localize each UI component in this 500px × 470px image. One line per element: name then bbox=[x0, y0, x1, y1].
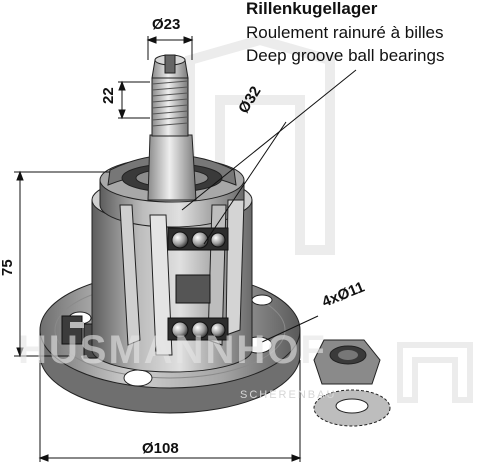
ball bbox=[210, 232, 226, 248]
ball bbox=[171, 321, 189, 339]
watermark-tagline: SCHERENBAU bbox=[240, 389, 337, 401]
dimension-flange-diameter: Ø108 bbox=[142, 440, 179, 457]
diagram-title: Rillenkugellager bbox=[246, 0, 378, 18]
dimension-thread-length: 22 bbox=[100, 87, 117, 104]
dimension-height: 75 bbox=[0, 259, 16, 276]
mounting-hole bbox=[251, 294, 273, 306]
ball-rows bbox=[167, 227, 229, 341]
dimension-lines bbox=[14, 36, 357, 462]
ball bbox=[210, 322, 226, 338]
serrated-washer bbox=[313, 389, 391, 427]
mounting-hole bbox=[123, 369, 153, 387]
subtitle-french: Roulement rainuré à billes bbox=[246, 23, 444, 42]
subtitle-english: Deep groove ball bearings bbox=[246, 46, 445, 65]
watermark-brand: HUSMANNHOF bbox=[18, 328, 327, 372]
ball bbox=[191, 321, 209, 339]
shaft bbox=[147, 54, 197, 201]
ball bbox=[191, 231, 209, 249]
hex-nut bbox=[313, 339, 381, 385]
ball bbox=[171, 231, 189, 249]
dimension-shaft-diameter: Ø23 bbox=[152, 16, 181, 33]
